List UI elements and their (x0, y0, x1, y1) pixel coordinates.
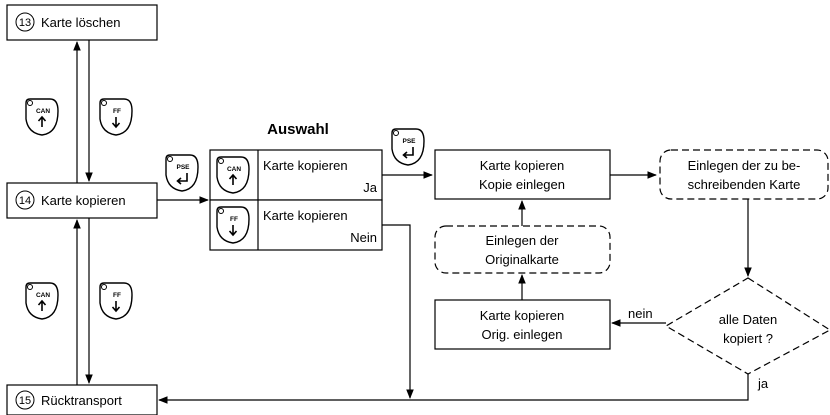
selection-heading: Auswahl (267, 121, 329, 138)
box-orig-insert: Karte kopieren Orig. einlegen (434, 299, 611, 350)
box-insert-target: Einlegen der zu be- schreibenden Karte (659, 149, 829, 200)
menu-option-yes-value: Ja (363, 180, 378, 195)
box-insert-original-line1: Einlegen der (486, 233, 560, 248)
arrow-no-to-return (382, 224, 414, 399)
decision-line2: kopiert ? (723, 331, 773, 346)
box-insert-original-line2: Originalkarte (485, 252, 559, 267)
box-insert-target-line1: Einlegen der zu be- (688, 158, 801, 173)
can-key-icon: CAN (25, 98, 59, 136)
decision-all-copied: alle Daten kopiert ? (664, 277, 830, 375)
menu-option-yes-title: Karte kopieren (263, 158, 348, 173)
state-15-label: Rücktransport (41, 393, 122, 408)
can-key-icon: CAN (25, 282, 59, 320)
box-copy-insert-line1: Karte kopieren (480, 158, 565, 173)
label-no: nein (628, 306, 653, 321)
box-orig-insert-line1: Karte kopieren (480, 308, 565, 323)
state-13-number-circle (15, 12, 35, 32)
pse-key-icon: PSE (391, 128, 425, 166)
state-14-label: Karte kopieren (41, 193, 126, 208)
state-13-label: Karte löschen (41, 15, 121, 30)
svg-text:FF: FF (113, 108, 121, 115)
box-orig-insert-line2: Orig. einlegen (482, 327, 563, 342)
svg-text:PSE: PSE (402, 138, 416, 145)
menu-option-no-value: Nein (350, 230, 377, 245)
menu-option-yes: CAN Karte kopieren Ja (209, 149, 383, 201)
menu-option-no: FF Karte kopieren Nein (209, 199, 383, 251)
svg-text:FF: FF (113, 292, 121, 299)
box-copy-insert-line2: Kopie einlegen (479, 177, 565, 192)
state-13-number: 13 (19, 17, 31, 29)
label-yes: ja (757, 376, 769, 391)
menu-option-no-title: Karte kopieren (263, 208, 348, 223)
box-insert-target-line2: schreibenden Karte (688, 177, 801, 192)
svg-text:CAN: CAN (227, 166, 241, 173)
ff-key-icon: FF (99, 282, 133, 320)
state-14-number-circle (15, 190, 35, 210)
svg-text:FF: FF (230, 216, 238, 223)
svg-text:PSE: PSE (176, 164, 190, 171)
state-13-box: 13 Karte löschen (6, 4, 158, 41)
state-15-box: 15 Rücktransport (6, 384, 158, 415)
state-15-number: 15 (19, 395, 31, 407)
pse-key-icon: PSE (165, 154, 199, 192)
state-14-number: 14 (19, 195, 31, 207)
arrow-yes-to-return (158, 374, 749, 404)
decision-line1: alle Daten (719, 312, 778, 327)
svg-text:CAN: CAN (36, 292, 50, 299)
box-copy-insert: Karte kopieren Kopie einlegen (434, 149, 611, 200)
state-14-box: 14 Karte kopieren (6, 182, 158, 219)
ff-key-icon: FF (216, 206, 250, 244)
box-insert-original: Einlegen der Originalkarte (434, 225, 611, 274)
can-key-icon: CAN (216, 156, 250, 194)
ff-key-icon: FF (99, 98, 133, 136)
state-15-number-circle (15, 390, 35, 410)
svg-text:CAN: CAN (36, 108, 50, 115)
